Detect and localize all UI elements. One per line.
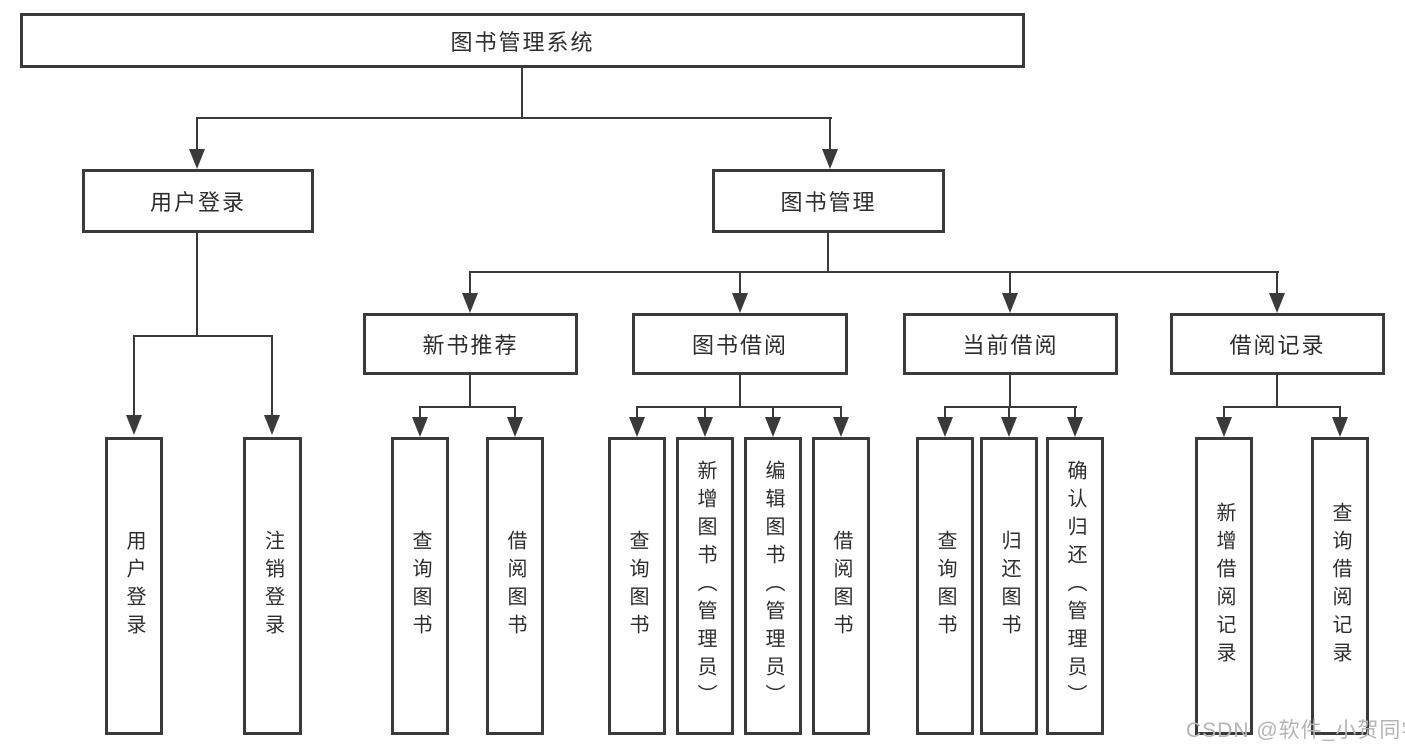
leaf-logout: 注销登录: [243, 437, 302, 735]
connector-arrowhead: [264, 415, 280, 435]
connector-line: [271, 335, 273, 415]
connector-line: [419, 406, 421, 418]
connector-arrowhead: [937, 417, 953, 437]
connector-line: [1339, 406, 1341, 418]
leaf-borrow-books: 借阅图书: [812, 437, 870, 735]
node-borrow-records: 借阅记录: [1170, 313, 1385, 375]
connector-line: [469, 375, 471, 406]
connector-line: [1223, 406, 1341, 408]
leaf-return-book: 归还图书: [980, 437, 1038, 735]
leaf-query-books-current: 查询图书: [916, 437, 974, 735]
connector-arrowhead: [1001, 417, 1017, 437]
connector-line: [133, 335, 273, 337]
connector-line: [133, 335, 135, 415]
node-user-login-label: 用户登录: [149, 190, 246, 215]
connector-arrowhead: [507, 417, 523, 437]
leaf-query-books-recommend: 查询图书: [391, 437, 449, 735]
leaf-query-books-borrow-label: 查询图书: [626, 530, 648, 642]
connector-line: [196, 117, 198, 151]
watermark: CSDN @软件_小贺同学: [1186, 719, 1405, 742]
connector-line: [1008, 406, 1010, 418]
node-new-book-recommend: 新书推荐: [363, 313, 578, 375]
leaf-borrow-books-recommend: 借阅图书: [486, 437, 544, 735]
connector-line: [514, 406, 516, 418]
leaf-add-book-admin-label: 新增图书（管理员）: [694, 460, 716, 712]
node-new-book-recommend-label: 新书推荐: [422, 333, 519, 358]
leaf-edit-book-admin-label: 编辑图书（管理员）: [762, 460, 784, 712]
leaf-confirm-return-admin: 确认归还（管理员）: [1046, 437, 1104, 735]
connector-line: [739, 271, 741, 295]
connector-arrowhead: [697, 417, 713, 437]
connector-line: [772, 406, 774, 418]
leaf-user-login: 用户登录: [105, 437, 163, 735]
leaf-add-borrow-record: 新增借阅记录: [1195, 437, 1253, 735]
connector-line: [196, 233, 198, 335]
node-book-management-label: 图书管理: [780, 190, 877, 215]
connector-line: [1276, 375, 1278, 406]
connector-line: [196, 117, 832, 119]
connector-line: [827, 233, 829, 271]
node-book-borrow: 图书借阅: [632, 313, 848, 375]
leaf-query-books-current-label: 查询图书: [934, 530, 956, 642]
leaf-query-borrow-record: 查询借阅记录: [1311, 437, 1369, 735]
node-borrow-records-label: 借阅记录: [1229, 333, 1326, 358]
leaf-confirm-return-admin-label: 确认归还（管理员）: [1064, 460, 1086, 712]
connector-line: [944, 406, 946, 418]
leaf-query-borrow-record-label: 查询借阅记录: [1329, 502, 1351, 670]
leaf-user-login-label: 用户登录: [123, 530, 145, 642]
leaf-query-books-borrow: 查询图书: [608, 437, 666, 735]
leaf-add-book-admin: 新增图书（管理员）: [676, 437, 734, 735]
leaf-return-book-label: 归还图书: [998, 530, 1020, 642]
connector-line: [739, 375, 741, 406]
connector-arrowhead: [822, 149, 838, 169]
connector-arrowhead: [1067, 417, 1083, 437]
connector-line: [840, 406, 842, 418]
connector-arrowhead: [1002, 293, 1018, 313]
connector-arrowhead: [126, 415, 142, 435]
connector-arrowhead: [833, 417, 849, 437]
connector-line: [1009, 375, 1011, 406]
connector-arrowhead: [412, 417, 428, 437]
leaf-borrow-books-label: 借阅图书: [830, 530, 852, 642]
connector-line: [419, 406, 516, 408]
connector-line: [636, 406, 842, 408]
connector-arrowhead: [1269, 293, 1285, 313]
node-current-borrow-label: 当前借阅: [962, 333, 1059, 358]
leaf-add-borrow-record-label: 新增借阅记录: [1213, 502, 1235, 670]
leaf-logout-label: 注销登录: [261, 530, 284, 642]
connector-line: [1276, 271, 1278, 295]
leaf-query-books-recommend-label: 查询图书: [409, 530, 431, 642]
connector-line: [636, 406, 638, 418]
connector-line: [469, 271, 1279, 273]
node-root-label: 图书管理系统: [450, 29, 595, 55]
connector-line: [1074, 406, 1076, 418]
connector-arrowhead: [732, 293, 748, 313]
connector-line: [704, 406, 706, 418]
leaf-edit-book-admin: 编辑图书（管理员）: [744, 437, 802, 735]
connector-line: [521, 67, 523, 118]
connector-line: [1223, 406, 1225, 418]
connector-arrowhead: [765, 417, 781, 437]
node-current-borrow: 当前借阅: [903, 313, 1118, 375]
node-user-login: 用户登录: [82, 169, 314, 233]
leaf-borrow-books-recommend-label: 借阅图书: [504, 530, 526, 642]
connector-line: [1009, 271, 1011, 295]
node-book-management: 图书管理: [712, 169, 945, 233]
connector-arrowhead: [189, 149, 205, 169]
node-root: 图书管理系统: [20, 13, 1025, 68]
connector-line: [469, 271, 471, 295]
connector-arrowhead: [462, 293, 478, 313]
connector-arrowhead: [1332, 417, 1348, 437]
connector-arrowhead: [1216, 417, 1232, 437]
connector-line: [944, 406, 1077, 408]
node-book-borrow-label: 图书借阅: [691, 333, 788, 358]
connector-arrowhead: [629, 417, 645, 437]
connector-line: [829, 117, 831, 151]
